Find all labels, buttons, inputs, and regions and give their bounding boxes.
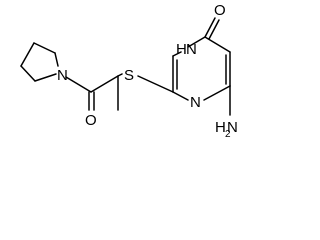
atom-label-amine-subscript: 2 — [225, 129, 231, 140]
bond-n1-c6 — [203, 85, 231, 101]
pyrrolidine-ring — [20, 42, 59, 82]
bond-ring-c4-n — [54, 52, 59, 67]
thioether-link — [137, 75, 174, 93]
atom-label-amine-n: N — [227, 119, 238, 136]
atom-label-carbonyl-oxygen: O — [85, 112, 97, 129]
bond-n-carbonyl-c — [65, 76, 92, 93]
bond-c4-keto-b — [208, 19, 220, 40]
bond-ring-n-c1 — [34, 73, 57, 82]
atom-label-amine-h2: H — [215, 119, 226, 136]
pyrimidine-substituents — [204, 17, 231, 116]
chemical-structure-drawing: N S O H N N O H N 2 — [20, 2, 238, 140]
bond-n3h-c2 — [172, 51, 182, 57]
atom-label-ring-nh-n: N — [186, 41, 197, 58]
atom-label-keto-oxygen: O — [214, 2, 226, 19]
atom-label-ring-nh-h: H — [176, 41, 187, 58]
bond-ring-c3-c4 — [33, 42, 56, 54]
bond-ring-c1-c2 — [20, 65, 36, 82]
bond-carbonyl-c-alpha-c — [90, 75, 119, 93]
atom-label-sulfur: S — [124, 67, 134, 84]
bond-c4-keto-a — [204, 17, 216, 38]
bond-c2-n1 — [172, 91, 189, 101]
atom-label-pyrrolidine-n: N — [57, 67, 68, 84]
acyl-chain — [65, 73, 123, 111]
atom-label-ring-n: N — [190, 94, 201, 111]
bond-s-c2 — [137, 75, 174, 93]
bond-alpha-c-s — [117, 73, 123, 77]
bond-c4-n3h — [187, 36, 206, 48]
bond-ring-c2-c3 — [20, 42, 35, 67]
